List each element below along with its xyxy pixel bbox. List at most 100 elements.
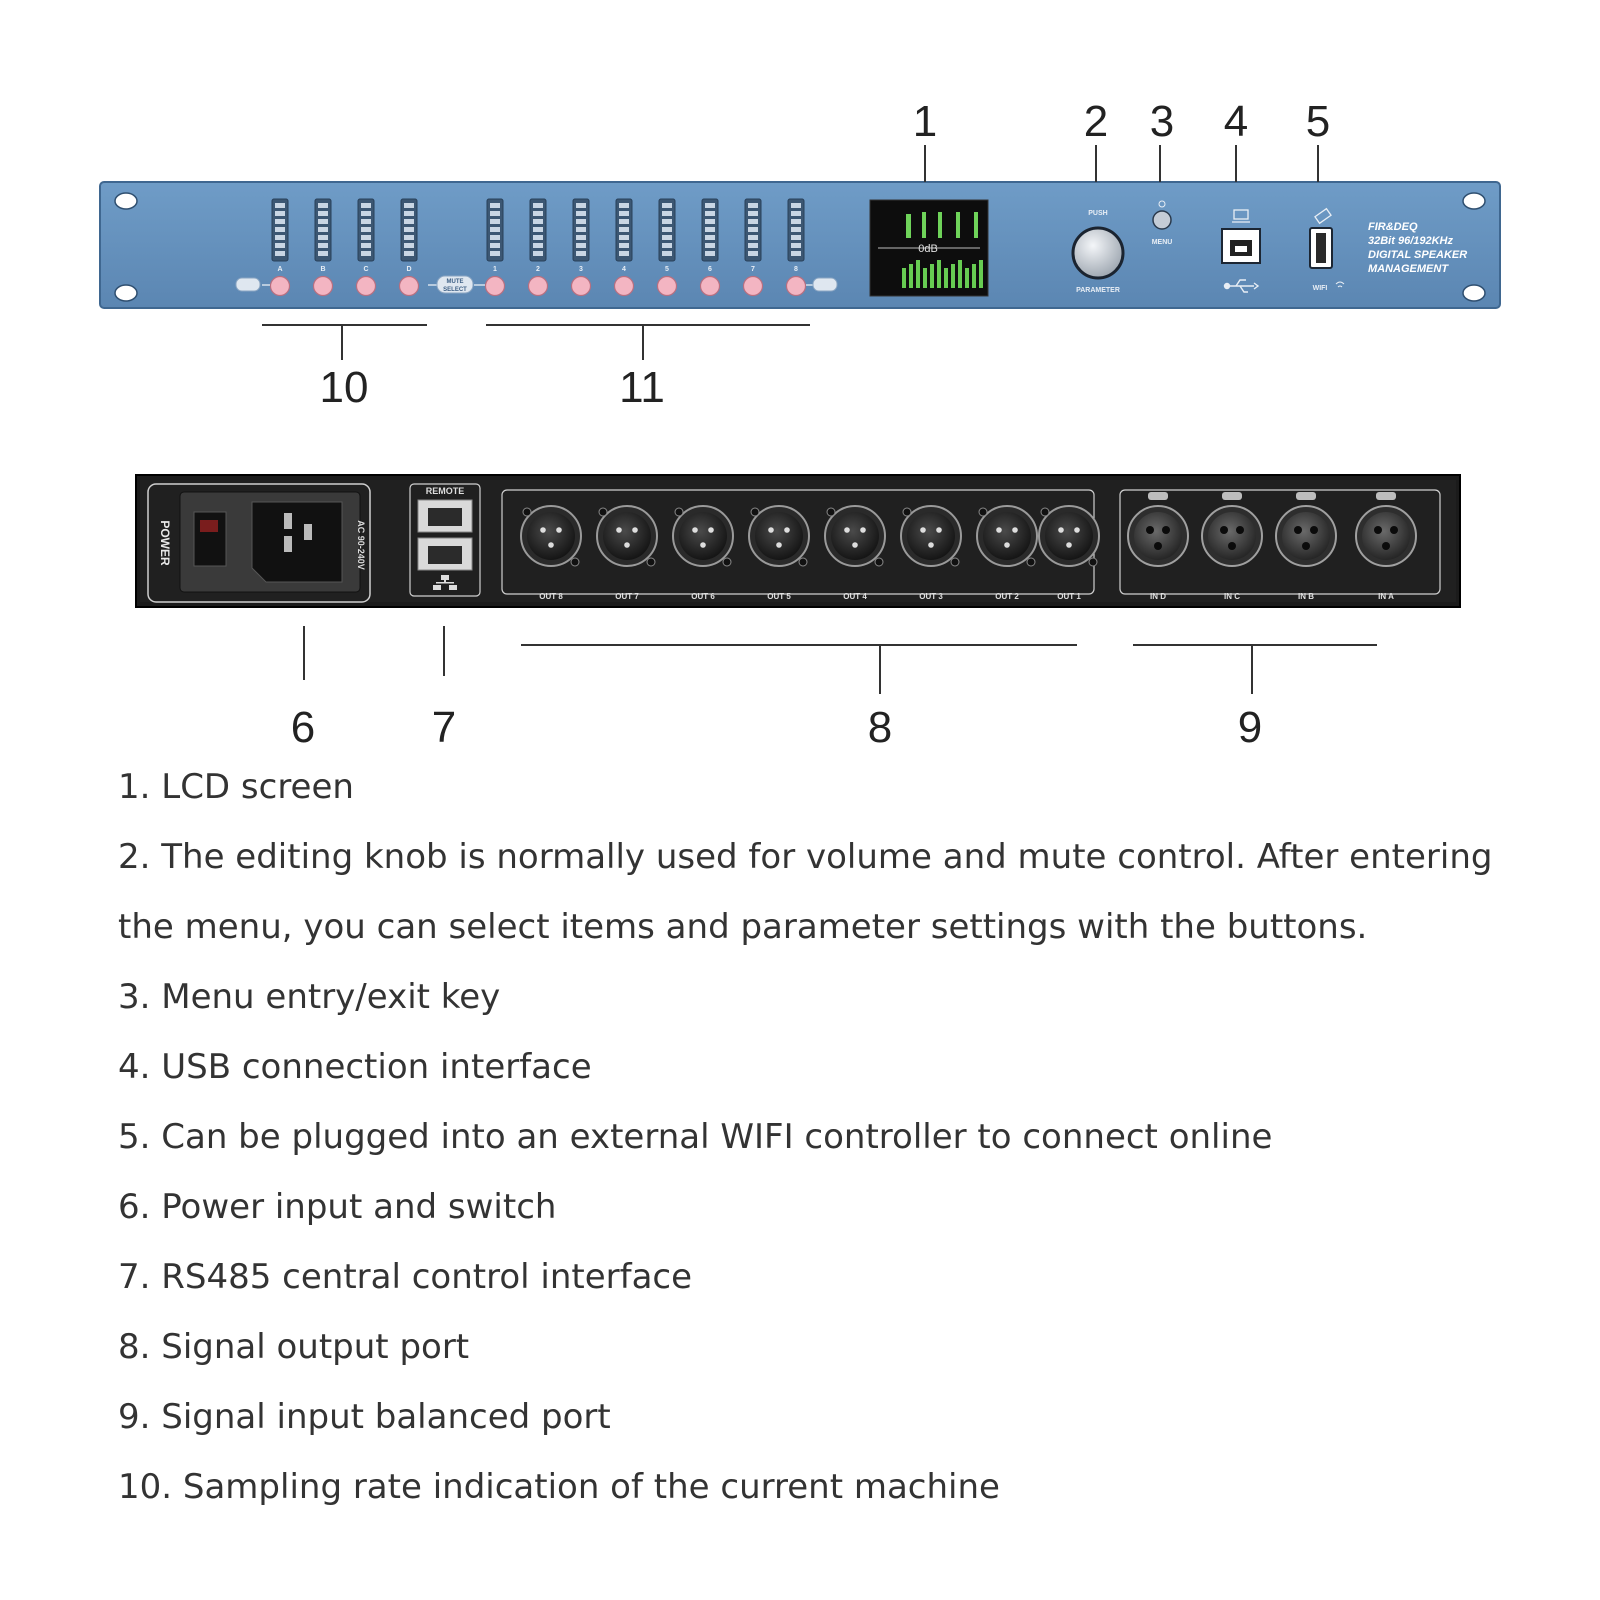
channel-button[interactable]: [484, 275, 506, 297]
legend-item: 6. Power input and switch: [118, 1187, 557, 1227]
channel-button[interactable]: [527, 275, 549, 297]
rj45-port[interactable]: [417, 499, 473, 533]
xlr-input-port[interactable]: [1275, 492, 1337, 567]
level-meter: [787, 198, 805, 262]
network-icon: [433, 575, 457, 590]
lcd-level-label: 0dB: [918, 243, 938, 255]
callout-number: 4: [1224, 97, 1248, 146]
level-meter: [572, 198, 590, 262]
legend-list: 1. LCD screen 2. The editing knob is norm…: [118, 752, 1558, 1522]
xlr-input-port[interactable]: [1127, 492, 1189, 567]
wifi-dongle-icon: [1314, 207, 1332, 225]
channel-button[interactable]: [355, 275, 377, 297]
brand-line: MANAGEMENT: [1368, 263, 1449, 275]
channel-label: 8: [794, 266, 798, 273]
wifi-usb-port[interactable]: [1309, 227, 1333, 269]
channel-label: 1: [493, 266, 497, 273]
level-meter: [314, 198, 332, 262]
callout-number: 11: [619, 363, 665, 412]
xlr-output-port[interactable]: [976, 505, 1038, 567]
level-meter: [615, 198, 633, 262]
remote-label: REMOTE: [426, 486, 465, 496]
iec-power-inlet[interactable]: [251, 501, 343, 583]
menu-indicator-icon: [1158, 200, 1166, 208]
wifi-icon: [1335, 281, 1345, 288]
level-meter: [486, 198, 504, 262]
xlr-input-port[interactable]: [1201, 492, 1263, 567]
channel-label: C: [363, 266, 368, 273]
callout-number: 7: [432, 703, 456, 750]
callout-number: 10: [320, 363, 369, 412]
level-meter: [658, 198, 676, 262]
xlr-input-port[interactable]: [1355, 492, 1417, 567]
channel-label: 2: [536, 266, 540, 273]
usb-port[interactable]: [1221, 228, 1261, 264]
xlr-output-port[interactable]: [1038, 505, 1100, 567]
xlr-output-port[interactable]: [596, 505, 658, 567]
rear-callouts: [303, 626, 1377, 694]
legend-item: 1. LCD screen: [118, 767, 354, 807]
parameter-knob[interactable]: [1071, 226, 1125, 280]
xlr-output-port[interactable]: [520, 505, 582, 567]
callout-number: 6: [291, 703, 315, 750]
usb-icon: [1223, 279, 1260, 293]
output-port-label: OUT 5: [767, 592, 791, 601]
channel-button[interactable]: [570, 275, 592, 297]
channel-label: 7: [751, 266, 755, 273]
level-meter: [529, 198, 547, 262]
xlr-output-port[interactable]: [748, 505, 810, 567]
lcd-meter-bars: [902, 260, 983, 288]
xlr-output-port[interactable]: [672, 505, 734, 567]
input-port-label: IN B: [1298, 592, 1314, 601]
legend-item: 7. RS485 central control interface: [118, 1257, 693, 1297]
voltage-label: AC 90-240V: [356, 520, 366, 570]
channel-button[interactable]: [699, 275, 721, 297]
power-label: POWER: [158, 520, 172, 566]
channel-button[interactable]: [398, 275, 420, 297]
channel-label: A: [277, 266, 282, 273]
output-port-label: OUT 6: [691, 592, 715, 601]
rear-panel: POWER AC 90-240V REMOTE: [135, 474, 1461, 608]
legend-item: 10. Sampling rate indication of the curr…: [118, 1467, 1000, 1507]
knob-top-label: PUSH: [1088, 210, 1107, 217]
callout-number: 3: [1150, 97, 1174, 146]
rj45-port[interactable]: [417, 537, 473, 571]
brand-line: FIR&DEQ: [1368, 221, 1418, 233]
wifi-label: WIFI: [1313, 285, 1328, 292]
output-port-label: OUT 7: [615, 592, 639, 601]
legend-item: 9. Signal input balanced port: [118, 1397, 611, 1437]
channel-buttons: [262, 275, 813, 297]
next-button[interactable]: [812, 277, 838, 292]
level-meter: [701, 198, 719, 262]
level-meter: [400, 198, 418, 262]
channel-label: B: [320, 266, 325, 273]
channel-button[interactable]: [613, 275, 635, 297]
legend-item: 8. Signal output port: [118, 1327, 470, 1367]
channel-button[interactable]: [269, 275, 291, 297]
knob-bottom-label: PARAMETER: [1076, 287, 1120, 294]
mute-select-button[interactable]: MUTE SELECT: [436, 275, 474, 294]
computer-icon: [1232, 209, 1250, 223]
callout-number: 8: [868, 703, 892, 750]
xlr-output-port[interactable]: [824, 505, 886, 567]
menu-button[interactable]: [1152, 210, 1172, 230]
legend-item: 2. The editing knob is normally used for…: [118, 837, 1493, 947]
channel-button[interactable]: [785, 275, 807, 297]
xlr-output-port[interactable]: [900, 505, 962, 567]
brand-line: DIGITAL SPEAKER: [1368, 249, 1467, 261]
output-port-label: OUT 4: [843, 592, 867, 601]
channel-button[interactable]: [312, 275, 334, 297]
menu-label: MENU: [1152, 239, 1173, 246]
channel-button[interactable]: [742, 275, 764, 297]
prev-button[interactable]: [235, 277, 261, 292]
level-meter: [744, 198, 762, 262]
level-meter: [357, 198, 375, 262]
input-port-label: IN C: [1224, 592, 1240, 601]
channel-meters: [271, 198, 805, 262]
channel-button[interactable]: [656, 275, 678, 297]
front-callouts: [262, 145, 1319, 360]
input-port-label: IN A: [1378, 592, 1394, 601]
